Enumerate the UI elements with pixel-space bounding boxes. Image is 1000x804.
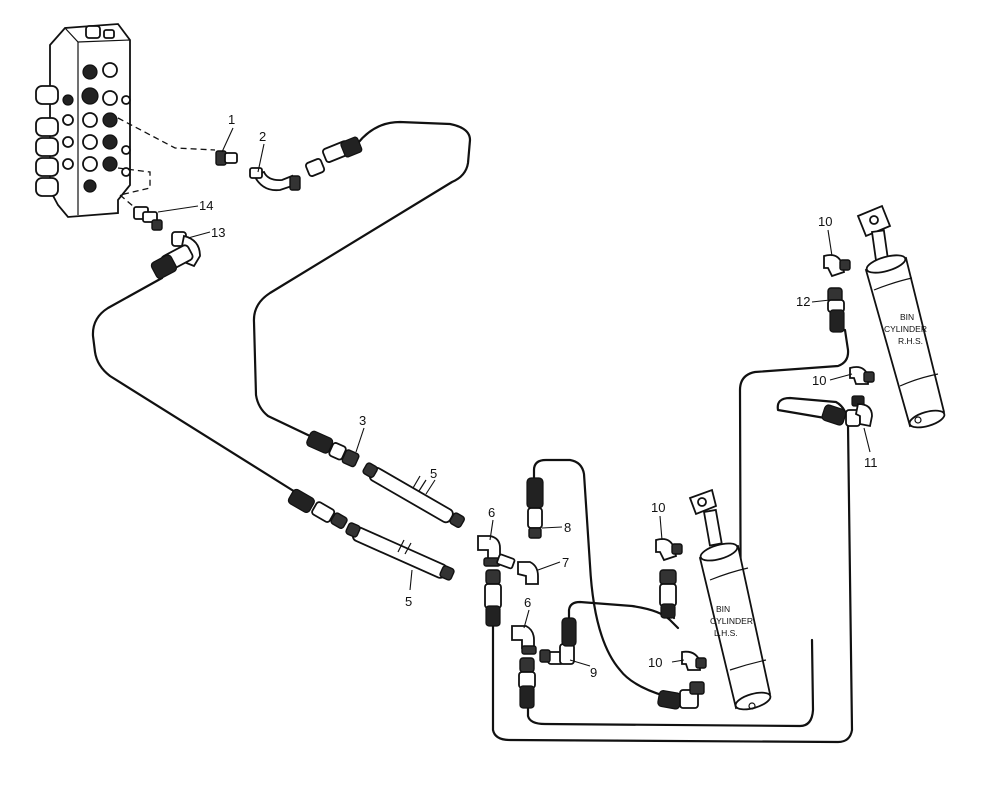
hose-lhs-bottom-return	[526, 638, 815, 728]
callout-1: 1	[228, 112, 235, 127]
elbow-10-lhs-bottom	[681, 650, 707, 671]
hose-end-8	[526, 477, 544, 539]
callout-10-lhs-bottom: 10	[648, 655, 662, 670]
callout-6-lower: 6	[524, 595, 531, 610]
callout-10-lhs-top: 10	[651, 500, 665, 515]
fittings	[133, 136, 875, 710]
callout-6-upper: 6	[488, 505, 495, 520]
short-hose-lower	[345, 522, 455, 581]
hose-end-lower	[287, 488, 348, 529]
cylinder-lhs-line2: CYLINDER	[710, 616, 753, 626]
callout-11: 11	[864, 455, 878, 470]
callout-5-lower: 5	[405, 594, 412, 609]
callout-14: 14	[199, 198, 213, 213]
hose-end-center	[484, 569, 502, 627]
cylinder-rhs-line1: BIN	[900, 312, 914, 322]
callout-9: 9	[590, 665, 597, 680]
hose-end-lhs-bottom	[657, 681, 705, 710]
callout-8: 8	[564, 520, 571, 535]
leader-lines	[157, 127, 871, 667]
elbow-11	[821, 403, 873, 428]
callout-2: 2	[259, 129, 266, 144]
hoses	[91, 120, 854, 744]
callout-numbers: 1 2 14 13 3 5 6 8 7 5 6 9 10 10 10 12 10…	[199, 112, 878, 680]
hose-upper-long	[252, 120, 472, 438]
hose-big-outer-loop	[491, 396, 854, 744]
tee-9	[539, 617, 577, 665]
hose-center-loop	[532, 458, 667, 698]
callout-13: 13	[211, 225, 225, 240]
elbow-2	[249, 136, 363, 192]
callout-5-upper: 5	[430, 466, 437, 481]
cylinder-rhs-line2: CYLINDER	[884, 324, 927, 334]
short-hose-upper	[362, 462, 465, 528]
elbow-6-upper	[477, 535, 501, 567]
tee-14	[133, 206, 163, 231]
cylinder-lhs-line3: L.H.S.	[714, 628, 738, 638]
valve-ports	[62, 62, 131, 193]
elbow-10-lhs-top	[655, 538, 683, 619]
hose-end-bottom	[518, 657, 536, 709]
elbow-13	[150, 231, 201, 280]
elbow-7	[496, 553, 539, 585]
bin-cylinder-rhs: BIN CYLINDER R.H.S.	[856, 204, 946, 429]
callout-10-rhs-bottom: 10	[812, 373, 826, 388]
callout-12: 12	[796, 294, 810, 309]
hose-end-12	[827, 287, 845, 333]
cylinder-rhs-line3: R.H.S.	[898, 336, 923, 346]
hose-lower-long	[91, 276, 302, 497]
elbow-10-rhs-bottom	[849, 366, 875, 407]
control-valve-bank	[35, 23, 216, 218]
hose-outer-loop-2	[738, 328, 850, 702]
callout-10-rhs-top: 10	[818, 214, 832, 229]
valve-spools	[35, 85, 59, 197]
bin-cylinder-lhs: BIN CYLINDER L.H.S.	[688, 488, 772, 711]
elbow-10-rhs-top	[823, 254, 851, 278]
elbow-6-lower	[511, 625, 537, 655]
hose-end-3	[306, 430, 360, 468]
adapter-1	[215, 150, 238, 166]
callout-3: 3	[359, 413, 366, 428]
callout-7: 7	[562, 555, 569, 570]
cylinder-lhs-line1: BIN	[716, 604, 730, 614]
